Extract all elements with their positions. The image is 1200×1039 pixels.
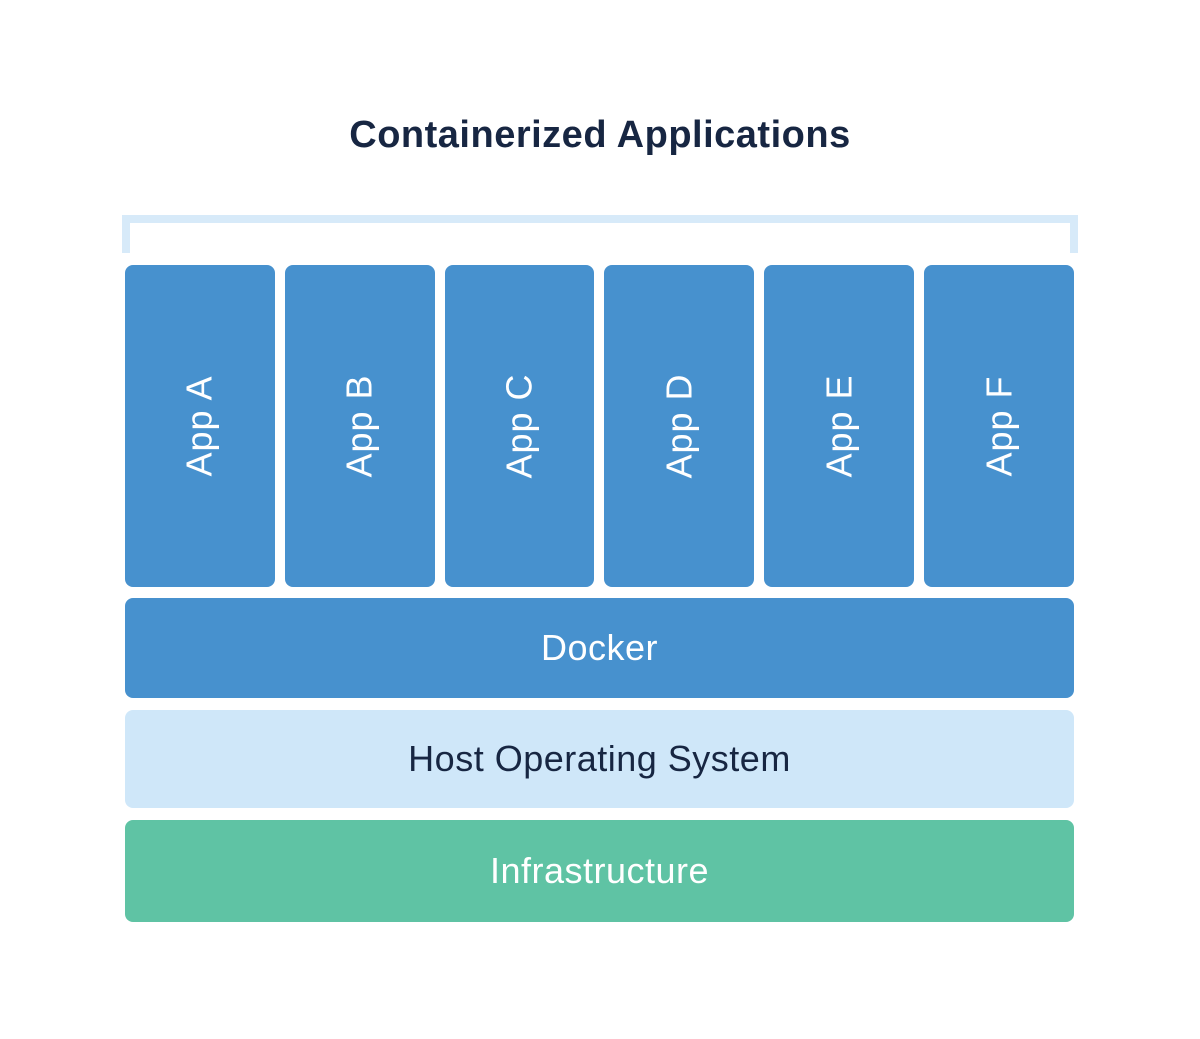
apps-group-bracket: [122, 215, 1078, 253]
layer-host-operating-system: Host Operating System: [125, 710, 1074, 808]
app-label-b: App B: [338, 374, 380, 478]
app-box-d: App D: [604, 265, 755, 587]
app-box-b: App B: [284, 265, 435, 587]
app-label-e: App E: [818, 374, 860, 478]
app-label-d: App D: [658, 373, 700, 479]
layer-docker: Docker: [125, 598, 1074, 698]
layer-infrastructure-label: Infrastructure: [489, 850, 710, 891]
app-box-a: App A: [125, 265, 275, 587]
layer-host-operating-system-label: Host Operating System: [408, 738, 791, 779]
layer-infrastructure: Infrastructure: [125, 820, 1074, 922]
app-box-c: App C: [444, 265, 595, 587]
layer-docker-label: Docker: [540, 627, 659, 668]
app-label-f: App F: [978, 375, 1020, 477]
apps-row: App A App B App C App D App E App F: [125, 265, 1074, 587]
app-label-c: App C: [498, 373, 540, 479]
diagram-title: Containerized Applications: [349, 114, 851, 156]
app-box-f: App F: [924, 265, 1074, 587]
app-label-a: App A: [178, 375, 220, 477]
app-box-e: App E: [764, 265, 915, 587]
